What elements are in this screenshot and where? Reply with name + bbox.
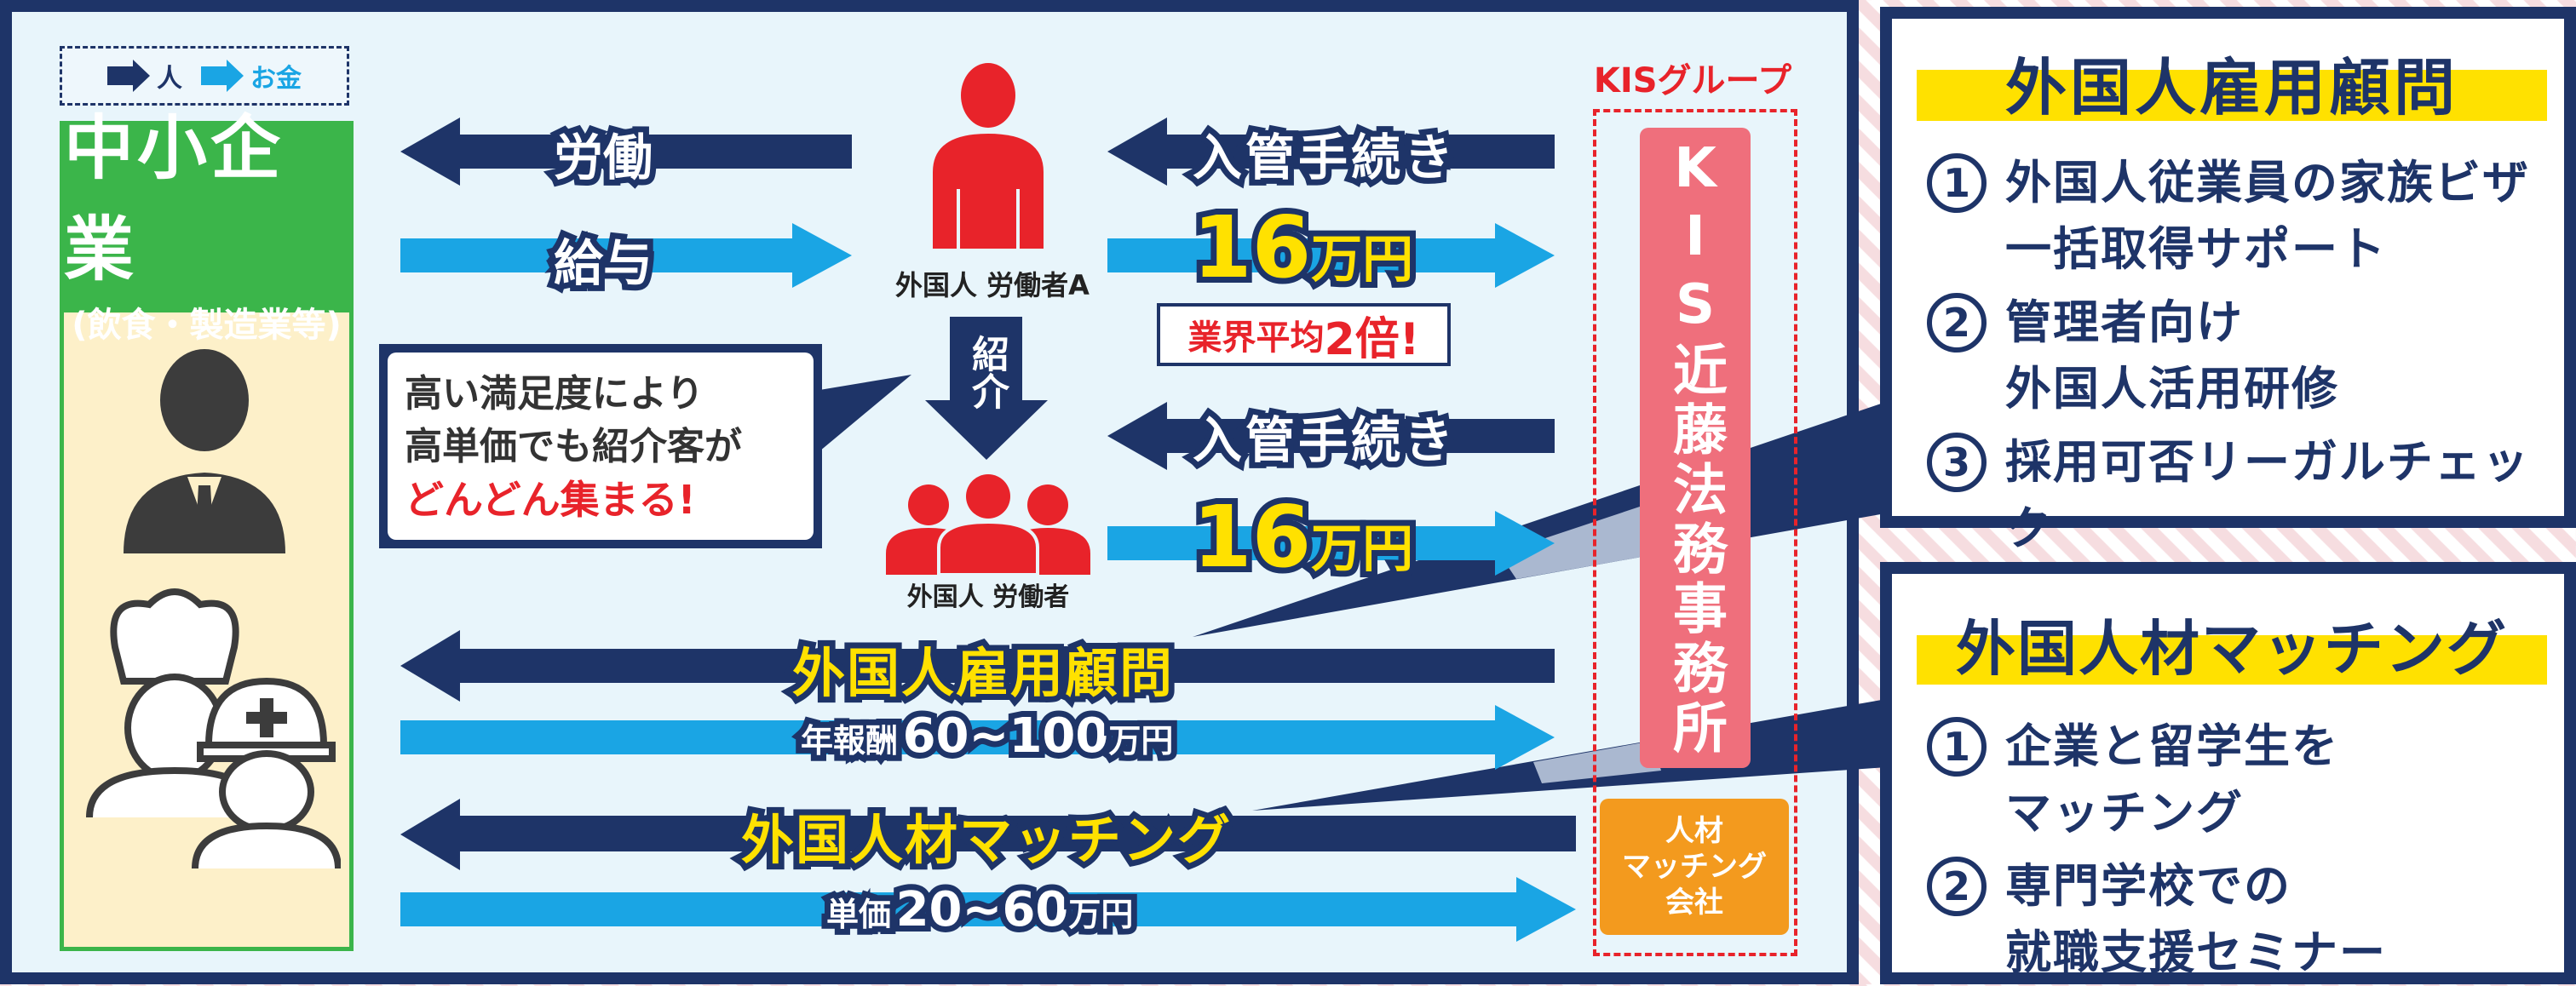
matching-item-2: 2 専門学校での 就職支援セミナー [1927, 853, 2557, 986]
foreign-workers-label: 外国人 労働者 [906, 582, 1070, 612]
speech-bubble-tail [809, 375, 911, 460]
matching-fee-label: 単価 20~60万円 [820, 876, 1139, 943]
salary-arrow [400, 223, 852, 288]
person-flow-arrow-icon [107, 60, 150, 92]
immigration-arrow-2 [1107, 402, 1555, 470]
money-flow-arrow-icon [201, 60, 244, 92]
foreign-worker-a-label: 外国人 労働者A [895, 269, 1090, 301]
matching-fee-arrow [400, 877, 1576, 942]
labor-label: 労働 [548, 123, 658, 192]
legend-box: 人 お金 [60, 46, 349, 106]
intro-down-arrow [925, 317, 1048, 460]
list-number-badge: 1 [1927, 153, 1987, 213]
consulting-list: 1 外国人従業員の家族ビザ 一括取得サポート 2 管理者向け 外国人活用研修 3… [1927, 150, 2557, 562]
company-title: 中小企業 [64, 108, 285, 290]
matching-title-highlight [1917, 635, 2547, 685]
company-subtitle: (飲食・製造業等) [72, 306, 342, 345]
legend-person-label: 人 [157, 64, 182, 94]
list-number-badge: 3 [1927, 433, 1987, 492]
bubble-line-1: 高い満足度により [405, 372, 704, 416]
list-item-text: 管理者向け 外国人活用研修 [2005, 295, 2339, 416]
kis-law-office-box: KIS近藤法務事務所 [1640, 128, 1751, 768]
consulting-title: 外国人雇用顧問 [2004, 52, 2458, 123]
bubble-line-3: どんどん集まる! [405, 477, 696, 523]
immigration-arrow-1 [1107, 118, 1555, 186]
consulting-title-highlight [1917, 70, 2547, 121]
price-arrow-1 [1107, 223, 1555, 288]
bubble-line-2: 高単価でも紹介客が [405, 425, 742, 468]
speech-bubble-inner: 高い満足度により 高単価でも紹介客が どんどん集まる! [388, 353, 814, 540]
consult-arrow [400, 630, 1555, 702]
foreign-workers-group-icon [886, 474, 1090, 575]
list-number-badge: 2 [1927, 857, 1987, 916]
construction-worker-icon [192, 677, 341, 868]
consulting-item-3: 3 採用可否リーガルチェック [1927, 429, 2557, 562]
legend-money-label: お金 [250, 64, 302, 94]
list-item-text: 外国人従業員の家族ビザ 一括取得サポート [2005, 156, 2530, 276]
consulting-item-2: 2 管理者向け 外国人活用研修 [1927, 289, 2557, 422]
labor-arrow [400, 118, 852, 186]
consult-callout-light-wedge [1499, 502, 1661, 579]
matching-list: 1 企業と留学生を マッチング 2 専門学校での 就職支援セミナー [1927, 714, 2557, 986]
list-number-badge: 1 [1927, 717, 1987, 777]
speech-bubble: 高い満足度により 高単価でも紹介客が どんどん集まる! [379, 344, 822, 548]
price-arrow-2 [1107, 511, 1555, 576]
consult-fee-arrow [400, 705, 1555, 770]
list-item-text: 採用可否リーガルチェック [2005, 435, 2530, 555]
matching-callout-light-wedge [1533, 741, 1661, 783]
matching-label: 外国人材マッチング [735, 803, 1236, 877]
businessman-icon [124, 349, 285, 553]
matching-service-panel [1880, 562, 2576, 984]
matching-company-name: 人材 マッチング 会社 [1622, 814, 1767, 920]
consult-fee-label: 年報酬 60~100万円 [795, 702, 1179, 770]
immigration-label-1: 入管手続き [1187, 123, 1459, 192]
kis-group-label: KISグループ [1593, 61, 1792, 100]
salary-label: 給与 [548, 228, 658, 298]
price-label-1: 16万円 [1187, 192, 1419, 303]
consult-label: 外国人雇用顧問 [786, 636, 1178, 710]
list-number-badge: 2 [1927, 293, 1987, 353]
price-label-2: 16万円 [1187, 481, 1419, 593]
foreign-worker-a-icon [933, 63, 1044, 249]
matching-title: 外国人材マッチング [1956, 614, 2508, 684]
matching-company-box: 人材 マッチング 会社 [1600, 799, 1789, 935]
matching-arrow [400, 799, 1576, 870]
consulting-item-1: 1 外国人従業員の家族ビザ 一括取得サポート [1927, 150, 2557, 283]
intro-label: 紹介 [965, 335, 1009, 410]
list-item-text: 専門学校での 就職支援セミナー [2005, 859, 2387, 979]
left-arrows [400, 118, 1576, 942]
kis-law-office-name: KIS近藤法務事務所 [1664, 137, 1727, 759]
matching-item-1: 1 企業と留学生を マッチング [1927, 714, 2557, 846]
list-item-text: 企業と留学生を マッチング [2005, 719, 2339, 840]
company-header: 中小企業 (飲食・製造業等) [64, 108, 349, 345]
kis-group-frame [1593, 109, 1797, 956]
immigration-label-2: 入管手続き [1187, 405, 1459, 475]
